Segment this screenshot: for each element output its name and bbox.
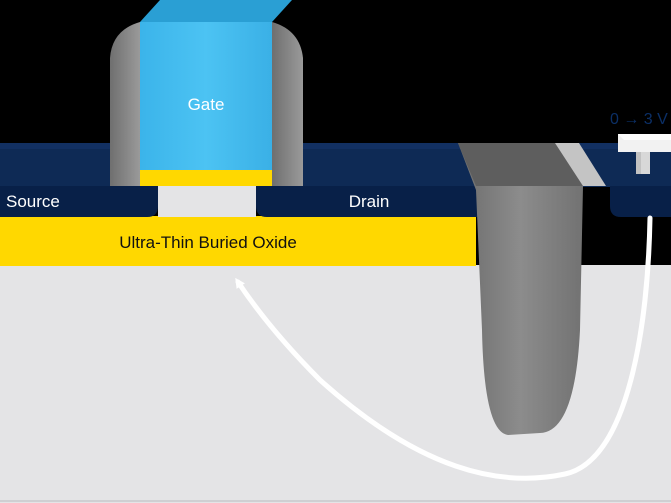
source-region (0, 186, 158, 217)
back-gate-contact-icon (618, 134, 671, 174)
gate-spacer-left (110, 22, 140, 186)
trench-isolation (458, 143, 583, 435)
bias-voltage-label: 0 → 3 V (610, 111, 668, 128)
buried-oxide-layer (0, 216, 476, 266)
trench-liner (555, 143, 606, 186)
silicon-film-shade (0, 143, 671, 149)
curved-arrow-icon (235, 215, 653, 481)
trench-top-face (458, 143, 583, 186)
gate-top-face (140, 0, 292, 22)
gate-electrode (140, 22, 272, 170)
gate-oxide (140, 170, 272, 186)
channel-region (158, 186, 256, 217)
contact-region (610, 186, 671, 217)
gate-spacer-right (272, 22, 303, 186)
drain-region (256, 186, 482, 217)
drain-label: Drain (349, 192, 390, 211)
gate-label: Gate (188, 95, 225, 114)
source-label: Source (6, 192, 60, 211)
buried-oxide-label: Ultra-Thin Buried Oxide (119, 233, 297, 252)
